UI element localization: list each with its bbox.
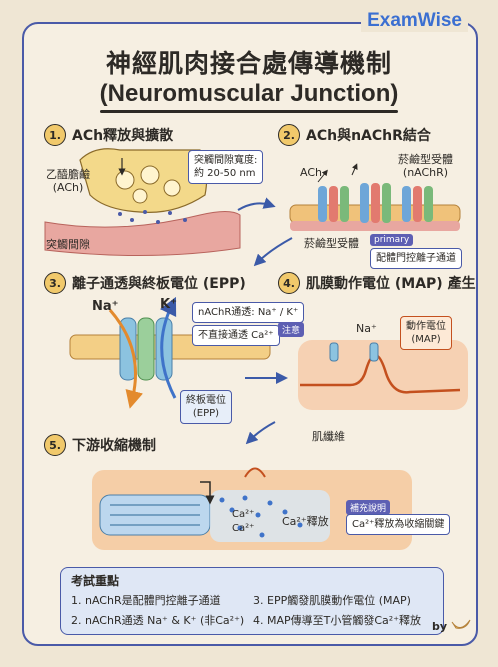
ach-label-s2: ACh: [300, 166, 322, 179]
vesicle: [163, 179, 181, 197]
channel-subunit: [155, 317, 173, 381]
t-tubule-arrow: [200, 481, 215, 505]
supplement-tag: 補充說明: [346, 500, 391, 515]
caution-tag: 注意: [278, 322, 305, 337]
epp-label-line1: 終板電位: [186, 395, 226, 406]
channel: [369, 342, 379, 362]
s1-illustration: [44, 148, 241, 257]
signature-label: by: [432, 620, 448, 633]
section-2-heading: 2. ACh與nAChR結合: [278, 124, 431, 146]
ap-wave: [244, 467, 266, 478]
epp-box: 終板電位 (EPP): [180, 390, 232, 424]
k-efflux-arrow: [159, 296, 177, 399]
na-ion-label: Na⁺: [92, 299, 119, 314]
section-number: 5.: [44, 434, 66, 456]
exam-note-item: 1. nAChR是配體門控離子通道: [71, 594, 221, 607]
section-3-heading: 3. 離子通透與終板電位 (EPP): [44, 272, 246, 294]
cleft-label: 突觸間隙: [46, 238, 90, 251]
s2-illustration: [289, 163, 461, 231]
exam-note-item: 4. MAP傳導至T小管觸發Ca²⁺釋放: [253, 614, 421, 627]
brand-logo: ExamWise: [361, 10, 468, 32]
section-number: 1.: [44, 124, 66, 146]
section-title: 肌膜動作電位 (MAP) 產生: [306, 276, 476, 292]
title-underline: [100, 110, 398, 113]
section-title: 離子通透與終板電位 (EPP): [72, 276, 246, 292]
exam-notes-title: 考試重點: [71, 574, 120, 588]
section-5-heading: 5. 下游收縮機制: [44, 434, 156, 456]
ach-label-line1: 乙醯膽鹼: [46, 168, 90, 181]
page-subtitle: (Neuromuscular Junction): [99, 80, 399, 107]
na-label-s4: Na⁺: [356, 322, 377, 335]
arrow-1-to-2: [237, 197, 276, 211]
ach-label-line2: (ACh): [52, 181, 84, 194]
section-title: ACh釋放與擴散: [72, 128, 174, 144]
nachr-receptor-2: [360, 183, 391, 223]
nachr-receptor-1: [318, 186, 349, 222]
channel-subunit: [119, 317, 137, 381]
epp-label-line2: (EPP): [192, 408, 220, 419]
ap-label-line2: (MAP): [411, 334, 441, 345]
channel-subunit: [137, 317, 155, 381]
postsynaptic-membrane: [44, 211, 241, 257]
exam-note-item: 3. EPP觸發肌膜動作電位 (MAP): [253, 594, 411, 607]
cleft-width-label: 突觸間隙寬度:: [194, 155, 258, 166]
channel: [329, 342, 339, 362]
no-calcium-box: 不直接通透 Ca²⁺: [192, 325, 280, 346]
ap-box: 動作電位 (MAP): [400, 316, 452, 350]
section-number: 4.: [278, 272, 300, 294]
supplement-box: Ca²⁺釋放為收縮關鍵: [346, 514, 451, 535]
section-number: 3.: [44, 272, 66, 294]
membrane-lower: [290, 221, 460, 231]
ca-label-2: Ca²⁺: [232, 523, 255, 534]
section-4-heading: 4. 肌膜動作電位 (MAP) 產生: [278, 272, 476, 294]
muscle-fiber-label: 肌纖維: [312, 430, 345, 443]
section-title: 下游收縮機制: [72, 438, 156, 454]
ligand-gated-box: 配體門控離子通道: [370, 248, 462, 269]
nachr-label-line2: (nAChR): [402, 166, 449, 179]
cleft-width-box: 突觸間隙寬度: 約 20-50 nm: [188, 150, 264, 184]
ca-label-1: Ca²⁺: [232, 509, 255, 520]
primary-tag: primary: [370, 234, 414, 246]
ach-label: 乙醯膽鹼 (ACh): [46, 168, 90, 194]
receptor-label: 菸鹼型受體: [304, 237, 359, 250]
arrow-4-to-5: [245, 421, 276, 445]
arrow-2-to-3: [253, 237, 293, 267]
ap-label-line1: 動作電位: [406, 321, 446, 332]
k-ion-label: K⁺: [160, 297, 177, 312]
ca-release-label: Ca²⁺釋放: [282, 515, 329, 528]
section-title: ACh與nAChR結合: [306, 128, 431, 144]
nachr-receptor-3: [402, 186, 433, 222]
vesicle: [115, 170, 135, 190]
vesicle: [140, 165, 160, 185]
section-number: 2.: [278, 124, 300, 146]
nachr-permeability-box: nAChR通透: Na⁺ / K⁺: [192, 302, 305, 323]
na-influx-arrow: [108, 309, 143, 409]
exam-notes-panel: 考試重點 1. nAChR是配體門控離子通道 3. EPP觸發肌膜動作電位 (M…: [60, 567, 444, 635]
nachr-label-line1: 菸鹼型受體: [398, 153, 453, 166]
s5-illustration: [92, 467, 412, 550]
muscle-fiber: [298, 340, 468, 410]
vesicle: [132, 188, 148, 204]
cleft-width-value: 約 20-50 nm: [194, 168, 256, 179]
page-title: 神經肌肉接合處傳導機制: [105, 49, 392, 78]
nachr-label: 菸鹼型受體 (nAChR): [398, 153, 453, 179]
banana-icon: [451, 619, 471, 629]
section-1-heading: 1. ACh釋放與擴散: [44, 124, 173, 146]
s4-illustration: [298, 340, 468, 410]
exam-note-item: 2. nAChR通透 Na⁺ & K⁺ (非Ca²⁺): [71, 614, 245, 627]
